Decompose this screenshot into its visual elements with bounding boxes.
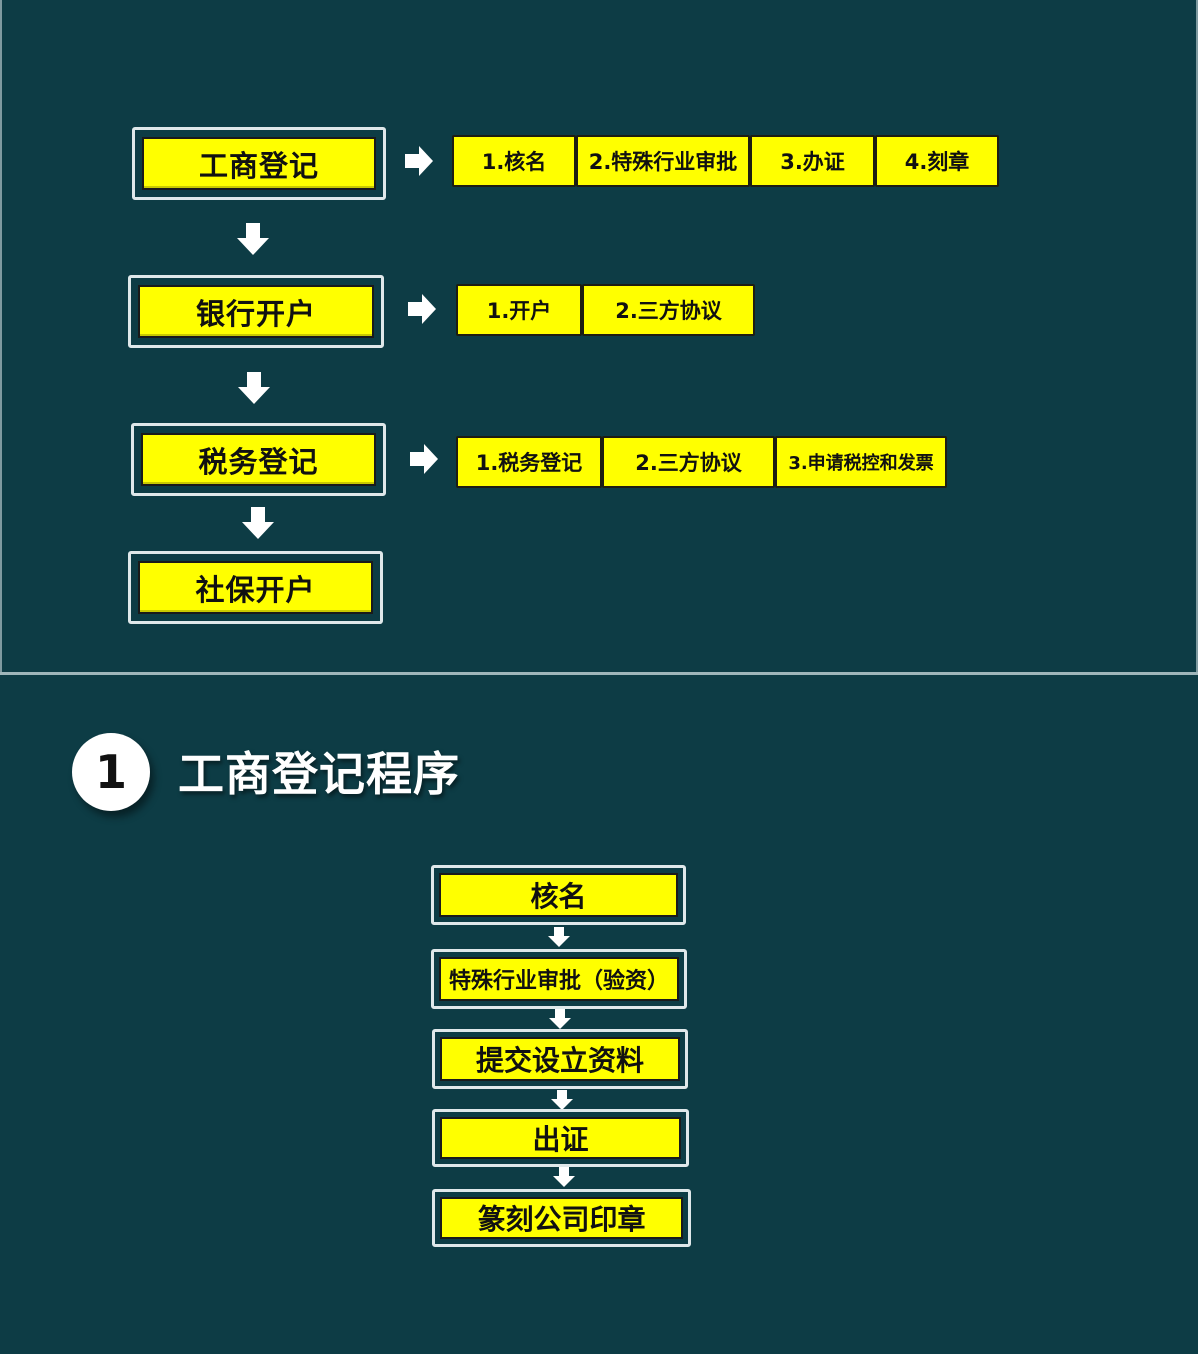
section-number-badge: 1 (72, 733, 150, 811)
flow-step-label: 出证 (440, 1117, 681, 1159)
stage-label: 工商登记 (142, 137, 376, 190)
step-box: 3.申请税控和发票 (775, 436, 947, 488)
arrow-down-icon (549, 1009, 571, 1029)
section-title: 工商登记程序 (178, 747, 460, 801)
flow-step-label: 篆刻公司印章 (440, 1197, 683, 1239)
stage-label: 社保开户 (138, 561, 373, 614)
flow-step-special-approval: 特殊行业审批（验资） (431, 949, 687, 1009)
step-box: 2.特殊行业审批 (576, 135, 750, 187)
stage-box-social-insurance: 社保开户 (128, 551, 383, 624)
arrow-down-icon (237, 223, 269, 255)
arrow-right-icon (408, 294, 436, 324)
flow-step-label: 提交设立资料 (440, 1037, 680, 1081)
arrow-down-icon (553, 1167, 575, 1187)
step-box: 4.刻章 (875, 135, 999, 187)
arrow-right-icon (405, 146, 433, 176)
arrow-right-icon (410, 444, 438, 474)
flow-step-submit-documents: 提交设立资料 (432, 1029, 688, 1089)
flow-step-label: 特殊行业审批（验资） (439, 957, 679, 1001)
flow-step-carve-seal: 篆刻公司印章 (432, 1189, 691, 1247)
stage-label: 税务登记 (141, 433, 376, 486)
step-box: 1.核名 (452, 135, 576, 187)
step-box: 3.办证 (750, 135, 875, 187)
arrow-down-icon (242, 507, 274, 539)
step-box: 1.税务登记 (456, 436, 602, 488)
stage-box-tax-registration: 税务登记 (131, 423, 386, 496)
stage-box-business-registration: 工商登记 (132, 127, 386, 200)
step-box: 2.三方协议 (582, 284, 755, 336)
stage-steps-row: 1.开户 2.三方协议 (456, 284, 755, 336)
arrow-down-icon (238, 372, 270, 404)
flow-step-issue-license: 出证 (432, 1109, 689, 1167)
arrow-down-icon (551, 1090, 573, 1110)
stage-box-bank-account: 银行开户 (128, 275, 384, 348)
arrow-down-icon (548, 927, 570, 947)
overview-panel: 工商登记 1.核名 2.特殊行业审批 3.办证 4.刻章 银行开户 1.开户 2… (0, 0, 1198, 672)
stage-steps-row: 1.核名 2.特殊行业审批 3.办证 4.刻章 (452, 135, 999, 187)
flow-step-name-check: 核名 (431, 865, 686, 925)
step-box: 2.三方协议 (602, 436, 775, 488)
stage-steps-row: 1.税务登记 2.三方协议 3.申请税控和发票 (456, 436, 947, 488)
flow-step-label: 核名 (439, 873, 678, 917)
panel-divider (0, 672, 1198, 675)
step-box: 1.开户 (456, 284, 582, 336)
stage-label: 银行开户 (138, 285, 374, 338)
